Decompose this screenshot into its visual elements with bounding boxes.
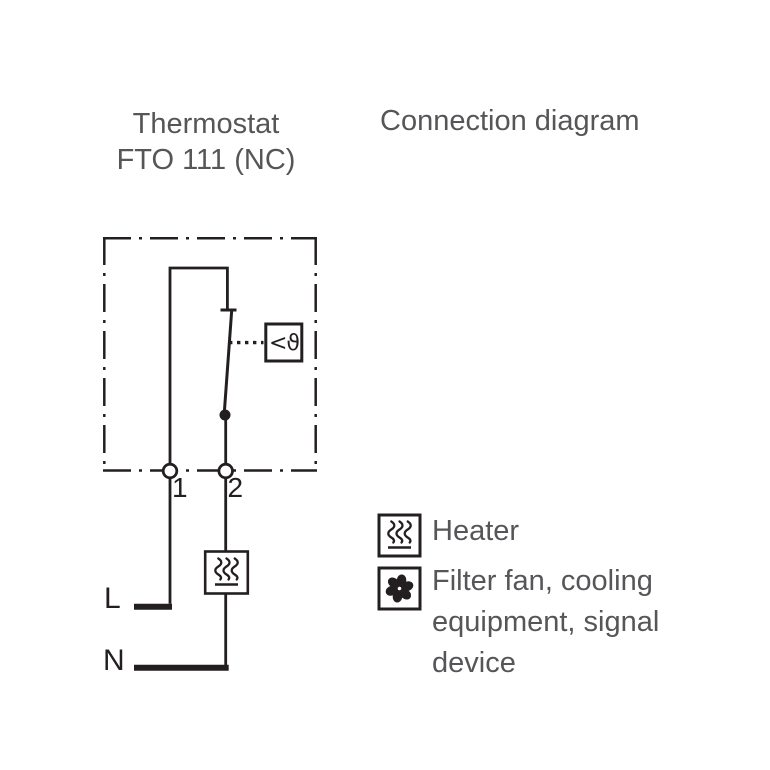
left-title: Thermostat FTO 111 (NC) xyxy=(70,106,342,178)
fan-icon xyxy=(377,566,422,611)
heater-icon xyxy=(377,513,422,558)
thermostat-enclosure-boundary xyxy=(103,237,317,472)
phase-label: L xyxy=(104,582,121,615)
neutral-label: N xyxy=(103,644,125,677)
right-title: Connection diagram xyxy=(380,105,640,137)
terminal-1-circle xyxy=(161,462,179,480)
left-title-line2: FTO 111 (NC) xyxy=(116,144,296,176)
legend-fan-label: Filter fan, cooling equipment, signal de… xyxy=(432,565,660,679)
thermostat-symbol-label: <ϑ xyxy=(268,330,300,356)
nc-switch-contact xyxy=(219,308,237,421)
switch-blade xyxy=(222,308,234,415)
terminals xyxy=(161,462,234,480)
terminal-2-label: 2 xyxy=(227,472,244,503)
legend-heater-label: Heater xyxy=(432,515,520,547)
terminal-2-circle xyxy=(217,462,234,480)
terminal-1-label: 1 xyxy=(172,472,188,503)
circuit-loop-wire xyxy=(168,266,229,471)
left-title-line1: Thermostat xyxy=(132,108,280,140)
external-wiring xyxy=(134,471,250,671)
thermostat-sensor-box xyxy=(264,322,304,363)
internal-circuit xyxy=(168,266,304,471)
